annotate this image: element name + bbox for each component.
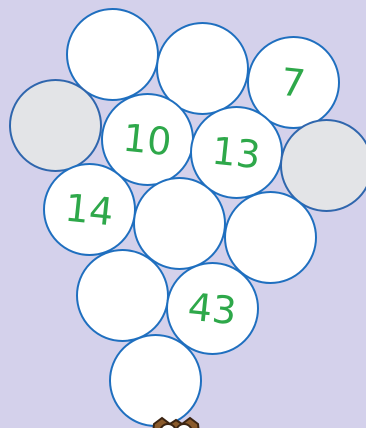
owl-mascot-icon <box>148 414 206 428</box>
cell-number: 14 <box>63 188 115 231</box>
cell-number: 7 <box>279 62 307 102</box>
cell-number: 43 <box>186 287 238 330</box>
circle-cell[interactable] <box>76 249 169 342</box>
circle-cell-disabled <box>9 79 102 172</box>
cell-number: 10 <box>121 118 173 161</box>
circle-cell[interactable]: 14 <box>43 163 136 256</box>
cell-number: 13 <box>210 131 262 174</box>
